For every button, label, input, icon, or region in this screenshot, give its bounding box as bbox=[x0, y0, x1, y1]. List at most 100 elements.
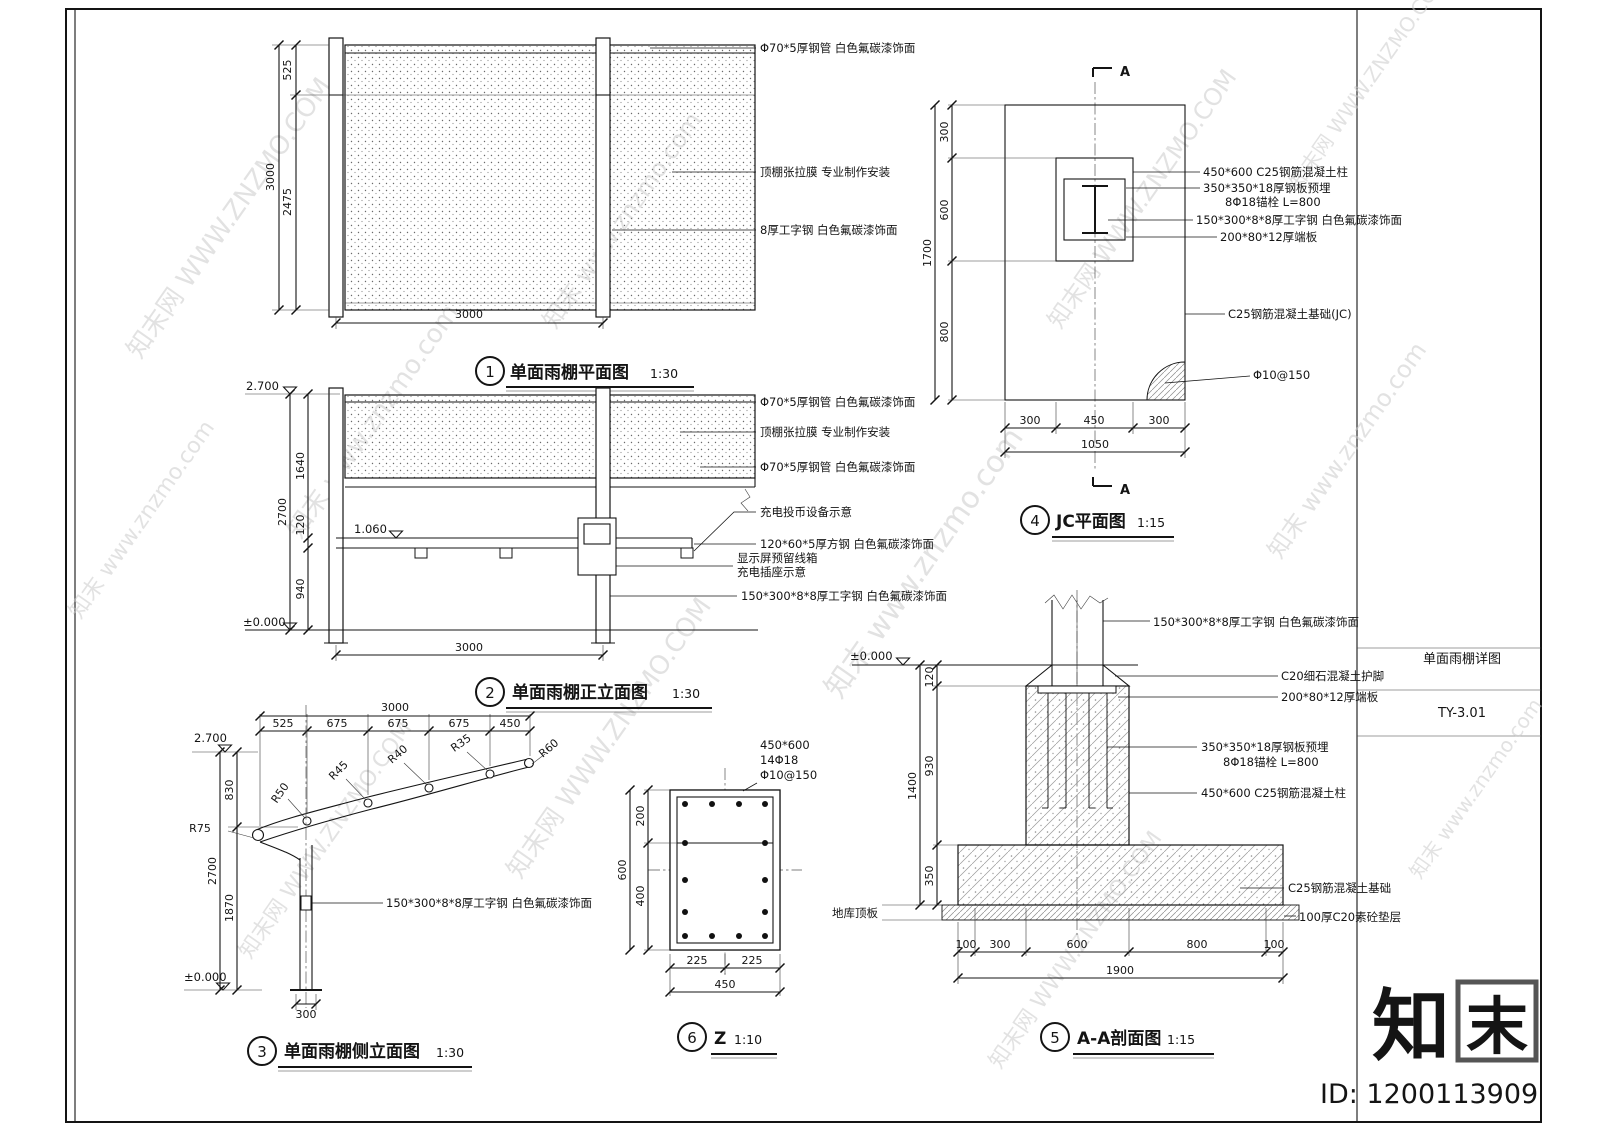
dim-label: 100 bbox=[1264, 938, 1285, 951]
watermark-text: 知末 www.znzmo.com bbox=[64, 416, 220, 623]
watermark-id: ID: 1200113909 bbox=[1320, 1079, 1538, 1110]
view-side-elevation: 3000 525 675 675 675 450 2.700 ±0.000 83… bbox=[184, 701, 592, 1072]
view-number: 4 bbox=[1030, 512, 1040, 530]
watermark-text: 知末网 WWW.ZNZMO.COM bbox=[1284, 0, 1451, 193]
view-title: 单面雨棚侧立面图 bbox=[284, 1041, 420, 1062]
annotation: 100厚C20素砼垫层 bbox=[1299, 910, 1401, 924]
purlin-tube bbox=[302, 816, 312, 826]
annotation: Φ70*5厚钢管 白色氟碳漆饰面 bbox=[760, 41, 915, 55]
annotation: 14Φ18 bbox=[760, 753, 798, 767]
plan-post-left bbox=[328, 37, 344, 318]
annotation: 200*80*12厚端板 bbox=[1281, 690, 1379, 704]
dim-label: 300 bbox=[938, 122, 951, 143]
view-scale: 1:15 bbox=[1137, 515, 1165, 530]
dim-label: 225 bbox=[687, 954, 708, 967]
anchor-bolts bbox=[1042, 693, 1113, 809]
dim-label: 525 bbox=[281, 60, 294, 81]
view-number: 2 bbox=[485, 684, 495, 702]
dim-label: 3000 bbox=[455, 641, 483, 654]
dim-label: 3000 bbox=[264, 163, 277, 191]
annotation: 显示屏预留线箱 bbox=[737, 551, 818, 565]
purlin-tube bbox=[485, 769, 495, 779]
view-title: JC平面图 bbox=[1055, 512, 1126, 532]
annotation: 150*300*8*8厚工字钢 白色氟碳漆饰面 bbox=[741, 589, 947, 603]
purlin-tube bbox=[523, 757, 535, 769]
radius-label: R60 bbox=[536, 736, 561, 760]
purlin-tube bbox=[424, 783, 434, 793]
view-number: 3 bbox=[257, 1043, 267, 1061]
level-label: ±0.000 bbox=[184, 970, 227, 984]
logo-char: 知 bbox=[1372, 982, 1450, 1072]
dim-label: 300 bbox=[990, 938, 1011, 951]
dim-label: 120 bbox=[923, 667, 936, 688]
dim-label: 450 bbox=[715, 978, 736, 991]
annotation: 充电投币设备示意 bbox=[760, 505, 852, 519]
dim-label: 100 bbox=[956, 938, 977, 951]
view-number-circle bbox=[1020, 505, 1050, 535]
annotation: 350*350*18厚钢板预埋 bbox=[1201, 740, 1329, 754]
plan-post-mid bbox=[595, 37, 611, 318]
annotation: 150*300*8*8厚工字钢 白色氟碳漆饰面 bbox=[1196, 213, 1402, 227]
dim-label: 2700 bbox=[206, 857, 219, 885]
annotation: C20细石混凝土护脚 bbox=[1281, 669, 1384, 683]
view-number: 6 bbox=[687, 1029, 697, 1047]
dim-label: 1900 bbox=[1106, 964, 1134, 977]
radius-label: R75 bbox=[189, 822, 211, 835]
sheet-number: TY-3.01 bbox=[1437, 706, 1486, 721]
dim-label: 675 bbox=[388, 717, 409, 730]
dim-label: 300 bbox=[1149, 414, 1170, 427]
elev-post-left bbox=[328, 387, 344, 644]
dim-label: 675 bbox=[327, 717, 348, 730]
dim-label: 1400 bbox=[906, 772, 919, 800]
dim-label: 120 bbox=[294, 515, 307, 536]
annotation: Φ10@150 bbox=[1253, 368, 1310, 382]
view-scale: 1:15 bbox=[1167, 1032, 1195, 1047]
view-canopy-plan: 525 2475 3000 3000 Φ70*5厚钢管 白色氟碳漆饰面 顶棚张拉… bbox=[264, 37, 915, 392]
dim-label: 1050 bbox=[1081, 438, 1109, 451]
view-scale: 1:30 bbox=[650, 366, 678, 381]
annotation: 8Φ18锚栓 L=800 bbox=[1225, 195, 1321, 209]
annotation: 充电插座示意 bbox=[737, 565, 806, 579]
annotation: 200*80*12厚端板 bbox=[1220, 230, 1318, 244]
view-number-circle bbox=[475, 677, 505, 707]
watermark-text: 知末网 WWW.ZNZMO.COM bbox=[121, 72, 338, 364]
view-section-aa: ±0.000 地库顶板 120 930 350 1400 100 300 600… bbox=[832, 590, 1401, 1059]
view-front-elevation: 2.700 1.060 ±0.000 1640 120 940 2700 300… bbox=[243, 379, 947, 713]
view-number: 1 bbox=[485, 363, 495, 381]
annotation: C25钢筋混凝土基础 bbox=[1288, 881, 1391, 895]
view-title: 单面雨棚正立面图 bbox=[512, 682, 648, 703]
dim-label: 3000 bbox=[381, 701, 409, 714]
dim-label: 930 bbox=[923, 756, 936, 777]
section-mark-label: A bbox=[1120, 65, 1130, 80]
purlin-tube bbox=[363, 798, 373, 808]
view-scale: 1:10 bbox=[734, 1032, 762, 1047]
logo-char: 末 bbox=[1466, 990, 1528, 1063]
column-splice bbox=[300, 895, 312, 911]
dim-label: 675 bbox=[449, 717, 470, 730]
annotation: 450*600 C25钢筋混凝土柱 bbox=[1201, 786, 1346, 800]
view-number-circle bbox=[1040, 1022, 1070, 1052]
dim-label: 1700 bbox=[921, 239, 934, 267]
dim-label: 3000 bbox=[455, 308, 483, 321]
radius-label: R45 bbox=[326, 758, 350, 782]
sheet-border bbox=[65, 8, 1542, 1123]
dim-label: 450 bbox=[500, 717, 521, 730]
view-scale: 1:30 bbox=[672, 686, 700, 701]
annotation: C25钢筋混凝土基础(JC) bbox=[1228, 307, 1352, 321]
annotation: 8厚工字钢 白色氟碳漆饰面 bbox=[760, 223, 897, 237]
dim-label: 400 bbox=[634, 886, 647, 907]
dim-label: 600 bbox=[1067, 938, 1088, 951]
dim-label: 940 bbox=[294, 579, 307, 600]
annotation: 450*600 C25钢筋混凝土柱 bbox=[1203, 165, 1348, 179]
level-label: ±0.000 bbox=[243, 615, 286, 629]
radius-label: R50 bbox=[269, 780, 292, 805]
annotation: 150*300*8*8厚工字钢 白色氟碳漆饰面 bbox=[1153, 615, 1359, 629]
dim-label: 800 bbox=[1187, 938, 1208, 951]
dim-label: 2700 bbox=[276, 498, 289, 526]
watermark-text: 知末 www.znzmo.com bbox=[1404, 694, 1546, 883]
annotation: Φ70*5厚钢管 白色氟碳漆饰面 bbox=[760, 460, 915, 474]
charging-unit bbox=[414, 547, 428, 559]
dim-label: 600 bbox=[938, 200, 951, 221]
annotation: 350*350*18厚钢板预埋 bbox=[1203, 181, 1331, 195]
